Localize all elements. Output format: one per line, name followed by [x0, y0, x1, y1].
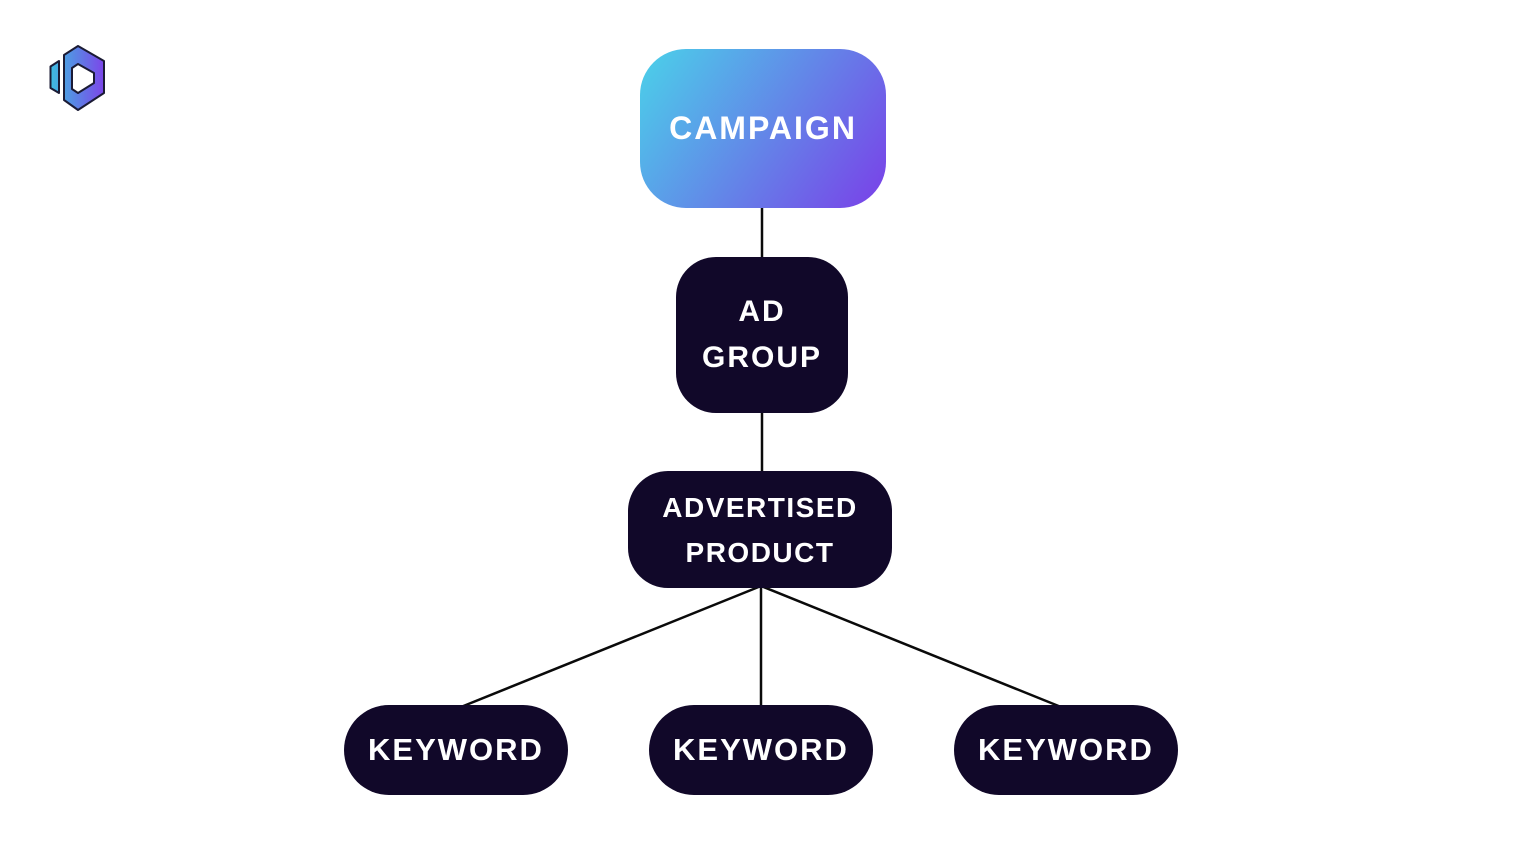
- connector-advertisedproduct-keyword-left: [455, 584, 762, 711]
- campaign-label: CAMPAIGN: [669, 110, 857, 146]
- advertised-product-node: ADVERTISED PRODUCT: [628, 471, 892, 588]
- connector-advertisedproduct-keyword-right: [760, 584, 1067, 711]
- advertised-product-label-line2: PRODUCT: [685, 536, 835, 568]
- campaign-node: CAMPAIGN: [640, 49, 886, 208]
- keyword-middle-label: KEYWORD: [673, 732, 849, 767]
- ad-group-label-line2: GROUP: [701, 341, 822, 374]
- ad-group-label-line1: AD: [738, 295, 786, 328]
- keyword-node-right: KEYWORD: [954, 705, 1178, 795]
- keyword-left-label: KEYWORD: [368, 732, 544, 767]
- logo-d-hexagon: [63, 45, 105, 111]
- advertised-product-label-line1: ADVERTISED: [662, 491, 858, 523]
- keyword-node-middle: KEYWORD: [649, 705, 873, 795]
- ad-group-node: AD GROUP: [676, 257, 848, 413]
- logo-i-bar: [49, 60, 60, 94]
- keyword-right-label: KEYWORD: [978, 732, 1154, 767]
- keyword-node-left: KEYWORD: [344, 705, 568, 795]
- id-hexagon-logo-icon: [49, 45, 105, 111]
